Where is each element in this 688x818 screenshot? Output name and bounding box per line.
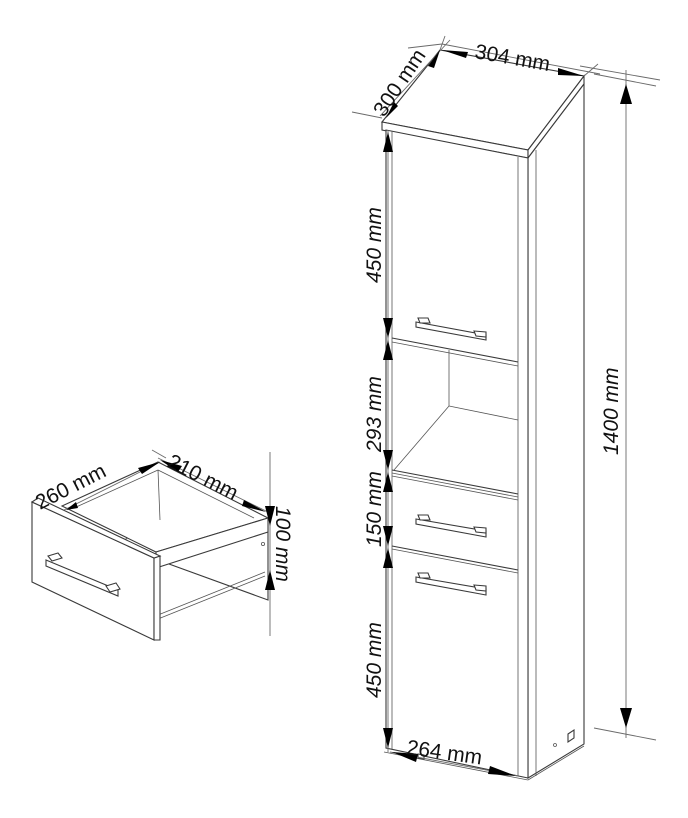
drawer-height-label: 150 mm	[363, 471, 386, 547]
drawer-dimensions	[63, 449, 275, 636]
cabinet-front	[385, 129, 529, 779]
cabinet	[380, 49, 585, 781]
bottom-door-height-label: 450 mm	[363, 622, 386, 698]
drawer-detail	[30, 461, 270, 641]
bottom-door-handle	[415, 572, 487, 596]
top-door-height-label: 450 mm	[363, 207, 386, 283]
drawer-height-label-detail: 100 mm	[271, 506, 294, 582]
open-shelf	[393, 350, 519, 471]
cabinet-dimensions	[351, 35, 661, 777]
cabinet-side-panel	[527, 82, 585, 779]
drawer-detail-handle	[45, 552, 121, 597]
drawer-handle	[415, 514, 487, 538]
cabinet-height-label: 1400 mm	[600, 367, 623, 455]
open-shelf-height-label: 293 mm	[363, 376, 386, 453]
top-door-handle	[415, 317, 487, 341]
